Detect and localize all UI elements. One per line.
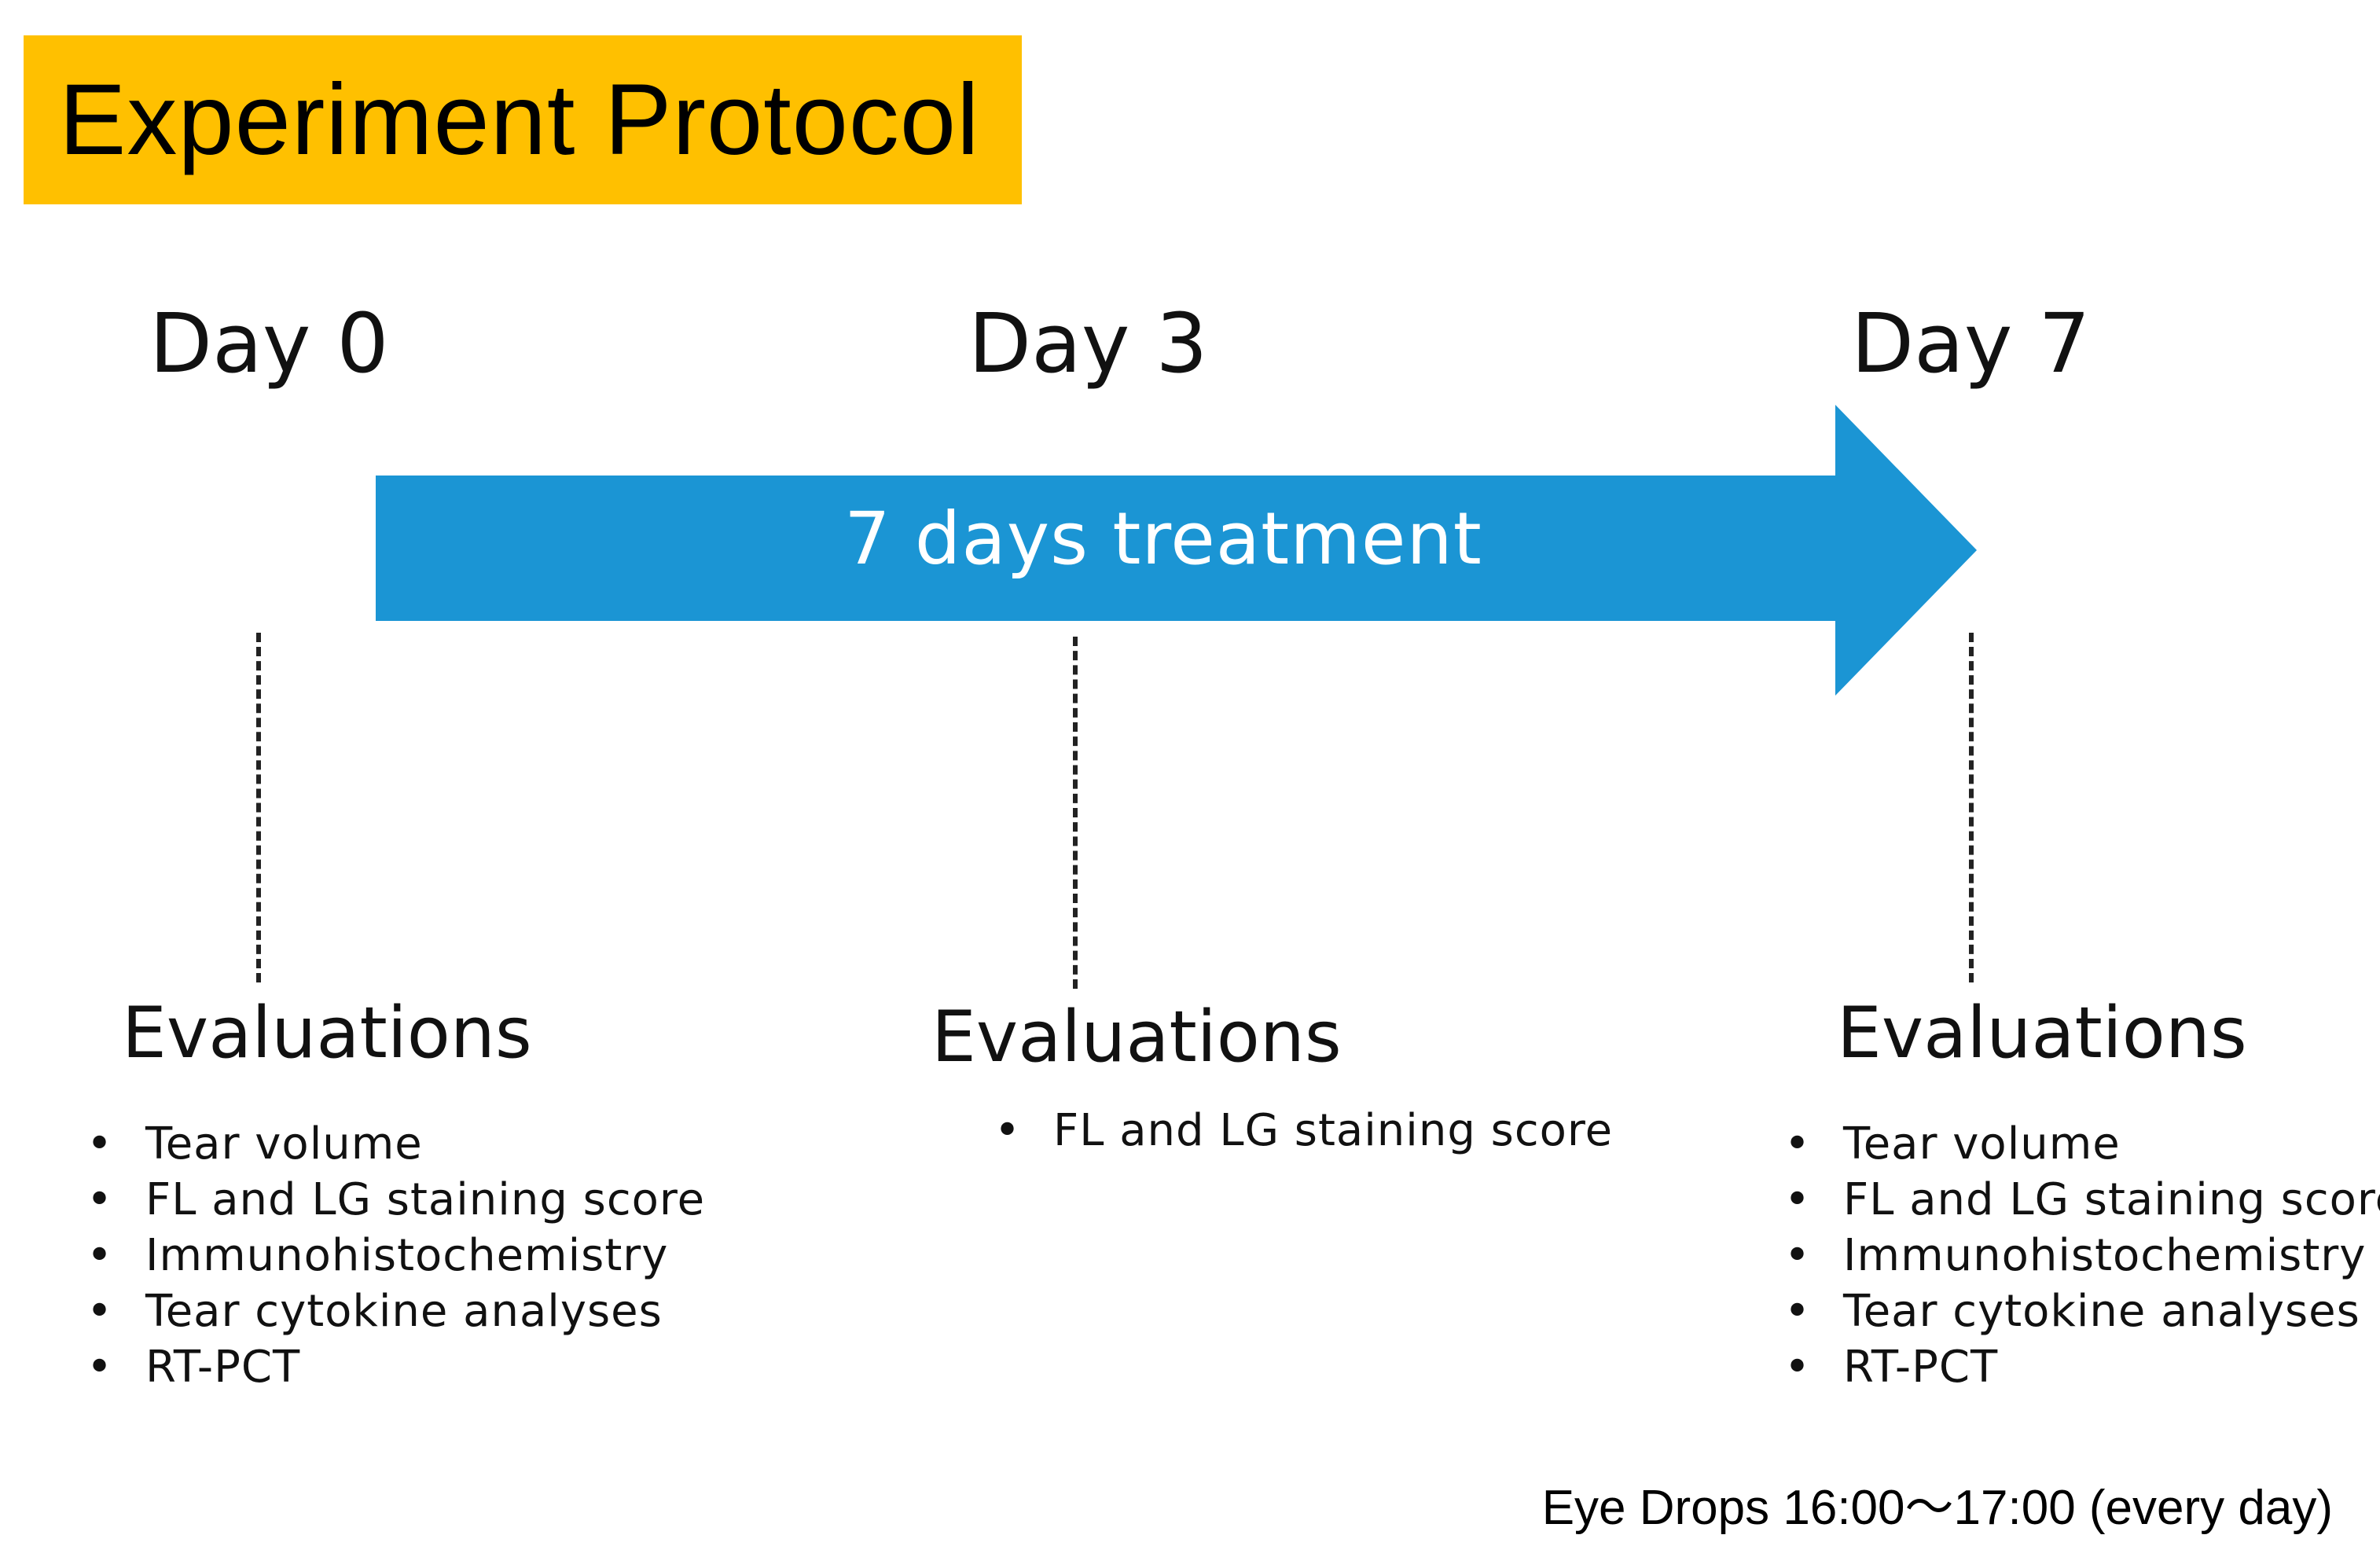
- page-title: Experiment Protocol: [59, 63, 980, 176]
- bullet-icon: •: [1784, 1342, 1812, 1393]
- list-item: •Immunohistochemistry: [86, 1228, 705, 1283]
- day-3-evaluations-list: •FL and LG staining score: [994, 1103, 1613, 1159]
- day-0-evaluations-list: •Tear volume •FL and LG staining score •…: [86, 1116, 705, 1395]
- bullet-icon: •: [86, 1174, 114, 1225]
- treatment-arrow-shape: [376, 405, 1977, 696]
- bullet-icon: •: [86, 1286, 114, 1337]
- bullet-icon: •: [1784, 1174, 1812, 1225]
- bullet-icon: •: [1784, 1286, 1812, 1337]
- list-item: •FL and LG staining score: [994, 1103, 1613, 1159]
- day-3-evaluations-heading: Evaluations: [931, 996, 1342, 1078]
- list-item: •Tear volume: [1784, 1116, 2380, 1172]
- day-7-label: Day 7: [1851, 296, 2091, 391]
- day-3-label: Day 3: [968, 296, 1208, 391]
- treatment-arrow-label: 7 days treatment: [844, 497, 1482, 581]
- day-0-connector: [256, 633, 261, 982]
- list-item: •FL and LG staining score: [1784, 1172, 2380, 1228]
- list-item: •RT-PCT: [86, 1339, 705, 1395]
- bullet-icon: •: [994, 1105, 1022, 1156]
- list-item: •RT-PCT: [1784, 1339, 2380, 1395]
- day-7-evaluations-heading: Evaluations: [1837, 992, 2247, 1074]
- list-item: •Tear cytokine analyses: [1784, 1283, 2380, 1339]
- day-0-evaluations-heading: Evaluations: [122, 992, 532, 1074]
- list-item: •Tear volume: [86, 1116, 705, 1172]
- list-item: •FL and LG staining score: [86, 1172, 705, 1228]
- list-item: •Tear cytokine analyses: [86, 1283, 705, 1339]
- bullet-icon: •: [1784, 1230, 1812, 1281]
- day-7-connector: [1969, 633, 1974, 982]
- bullet-icon: •: [86, 1230, 114, 1281]
- day-3-connector: [1073, 637, 1078, 989]
- day-0-label: Day 0: [149, 296, 389, 391]
- eye-drops-schedule-note: Eye Drops 16:00〜17:00 (every day): [1541, 1481, 2333, 1535]
- list-item: •Immunohistochemistry: [1784, 1228, 2380, 1283]
- bullet-icon: •: [86, 1342, 114, 1393]
- title-banner: Experiment Protocol: [24, 35, 1022, 204]
- bullet-icon: •: [1784, 1118, 1812, 1170]
- day-7-evaluations-list: •Tear volume •FL and LG staining score •…: [1784, 1116, 2380, 1395]
- bullet-icon: •: [86, 1118, 114, 1170]
